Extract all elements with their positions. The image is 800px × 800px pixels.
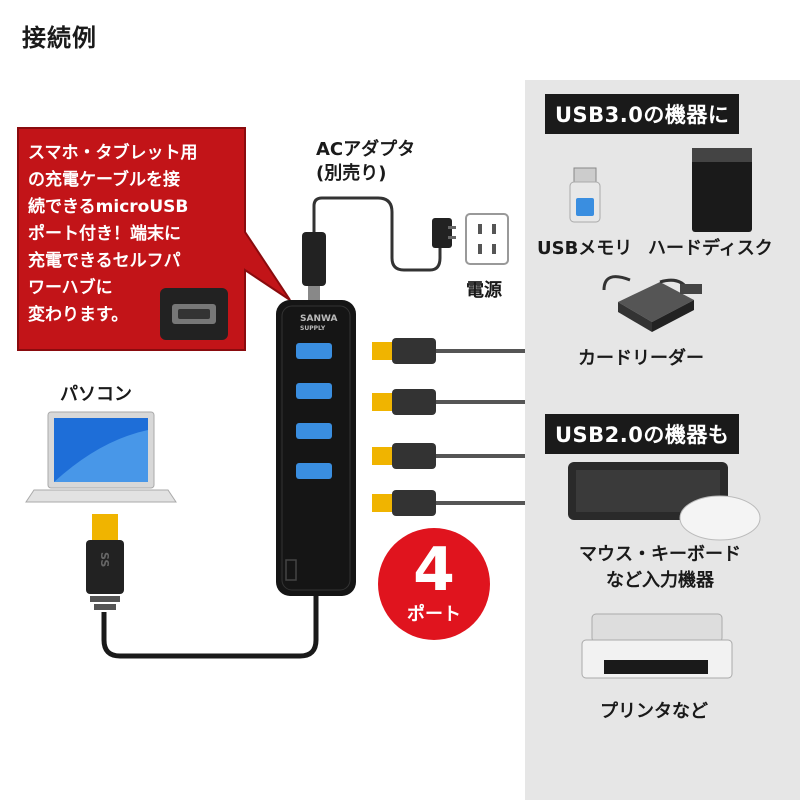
input-devices-line2: など入力機器 bbox=[606, 570, 714, 591]
input-devices-label: マウス・キーボード など入力機器 bbox=[570, 540, 750, 592]
usb-cable-1 bbox=[372, 338, 525, 364]
callout-shape bbox=[17, 127, 291, 351]
hub-brand-sub: SUPPLY bbox=[300, 325, 326, 332]
port-count-number: 4 bbox=[413, 535, 455, 605]
callout-line: 充電できるセルフパ bbox=[28, 251, 181, 271]
callout-line: の充電ケーブルを接 bbox=[28, 170, 180, 190]
ac-adapter-label: ACアダプタ (別売り) bbox=[316, 138, 415, 186]
hub-brand-name: SANWA bbox=[300, 314, 338, 324]
callout-line: ワーハブに bbox=[28, 278, 113, 298]
usb3-heading: USB3.0の機器に bbox=[545, 94, 740, 134]
port-count-unit: ポート bbox=[407, 604, 461, 625]
ac-adapter-icon bbox=[312, 196, 442, 272]
mouse-icon bbox=[679, 495, 761, 541]
card-reader-label: カードリーダー bbox=[578, 348, 704, 369]
hub-brand: SANWA SUPPLY bbox=[300, 314, 337, 334]
power-label: 電源 bbox=[466, 280, 502, 301]
power-outlet-icon bbox=[465, 213, 509, 265]
card-reader-icon bbox=[602, 275, 702, 332]
hard-disk-icon bbox=[692, 148, 752, 232]
usb-hub-icon bbox=[276, 300, 356, 596]
callout-line: 変わります。 bbox=[28, 305, 129, 325]
usb-cable-4 bbox=[372, 490, 525, 516]
pc-usb-plug-icon bbox=[86, 514, 124, 610]
hard-disk-label: ハードディスク bbox=[648, 238, 773, 259]
callout-line: ポート付き！端末に bbox=[28, 224, 181, 244]
callout-line: 続できるmicroUSB bbox=[28, 197, 189, 217]
pc-label: パソコン bbox=[60, 384, 132, 405]
callout-text: スマホ・タブレット用 の充電ケーブルを接 続できるmicroUSB ポート付き！… bbox=[28, 140, 198, 329]
page-title: 接続例 bbox=[22, 24, 97, 52]
callout-line: スマホ・タブレット用 bbox=[28, 143, 198, 163]
usb-cable-3 bbox=[372, 443, 525, 469]
usb-memory-label: USBメモリ bbox=[537, 238, 633, 259]
usb-memory-icon bbox=[569, 167, 601, 223]
ac-plug-icon bbox=[432, 218, 452, 248]
usb-cable-2 bbox=[372, 389, 525, 415]
laptop-icon bbox=[25, 411, 177, 503]
printer-icon bbox=[581, 613, 733, 679]
usb-cables bbox=[372, 338, 525, 516]
ac-adapter-line2: (別売り) bbox=[316, 163, 387, 184]
printer-label: プリンタなど bbox=[600, 701, 708, 722]
microusb-cable-icon bbox=[302, 232, 326, 286]
usb2-heading: USB2.0の機器も bbox=[545, 414, 740, 454]
ac-adapter-line1: ACアダプタ bbox=[316, 139, 416, 160]
usb-ss-label: SS bbox=[98, 552, 111, 568]
input-devices-line1: マウス・キーボード bbox=[579, 544, 741, 565]
port-count-badge: 4 ポート bbox=[378, 528, 490, 640]
